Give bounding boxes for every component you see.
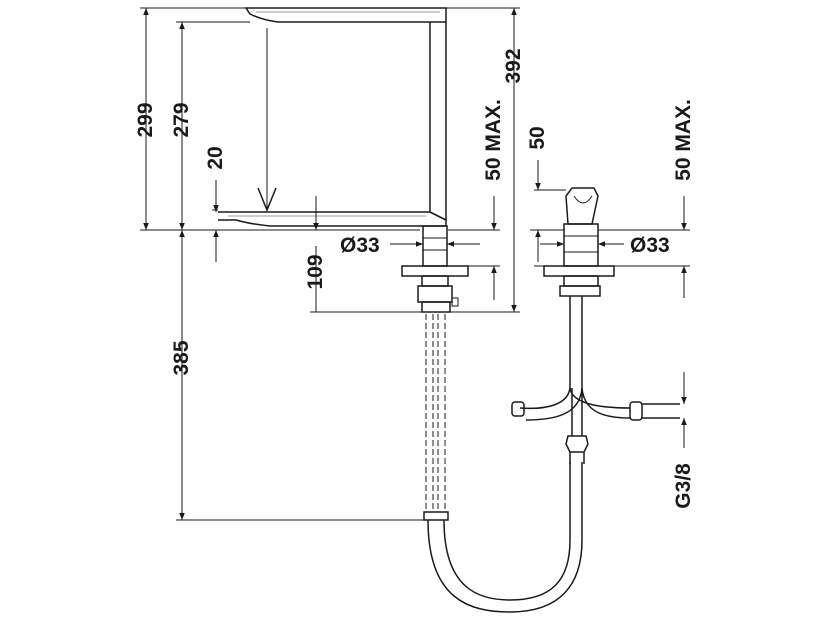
spout-top xyxy=(244,7,447,23)
dim-109: 109 xyxy=(304,254,327,289)
control-flange xyxy=(543,265,615,277)
dim-50: 50 xyxy=(526,126,549,149)
dim-50-max-right: 50 MAX. xyxy=(672,99,695,181)
flange xyxy=(401,265,469,277)
handle xyxy=(565,187,599,225)
base-column xyxy=(422,225,448,267)
dim-thread-g38: G3/8 xyxy=(672,463,695,509)
branch-pipes xyxy=(511,387,680,464)
dim-299: 299 xyxy=(134,102,157,137)
dim-20: 20 xyxy=(204,146,227,169)
faucet-side-view xyxy=(218,7,583,613)
dim-279: 279 xyxy=(170,102,193,137)
dim-diameter-33-right: Ø33 xyxy=(630,234,670,257)
control-side-view xyxy=(511,187,680,464)
supply-hoses xyxy=(423,314,583,613)
dim-diameter-33-left: Ø33 xyxy=(340,234,380,257)
dimension-labels: 299 279 20 385 109 392 50 MAX. Ø33 50 50… xyxy=(134,48,695,508)
faucet-body xyxy=(429,22,447,222)
dimension-lines xyxy=(140,7,690,521)
dim-50-max-left: 50 MAX. xyxy=(482,99,505,181)
mounting-nut xyxy=(417,285,453,303)
dim-385: 385 xyxy=(170,340,193,375)
spout-bottom xyxy=(218,211,447,227)
dim-392: 392 xyxy=(502,48,525,83)
